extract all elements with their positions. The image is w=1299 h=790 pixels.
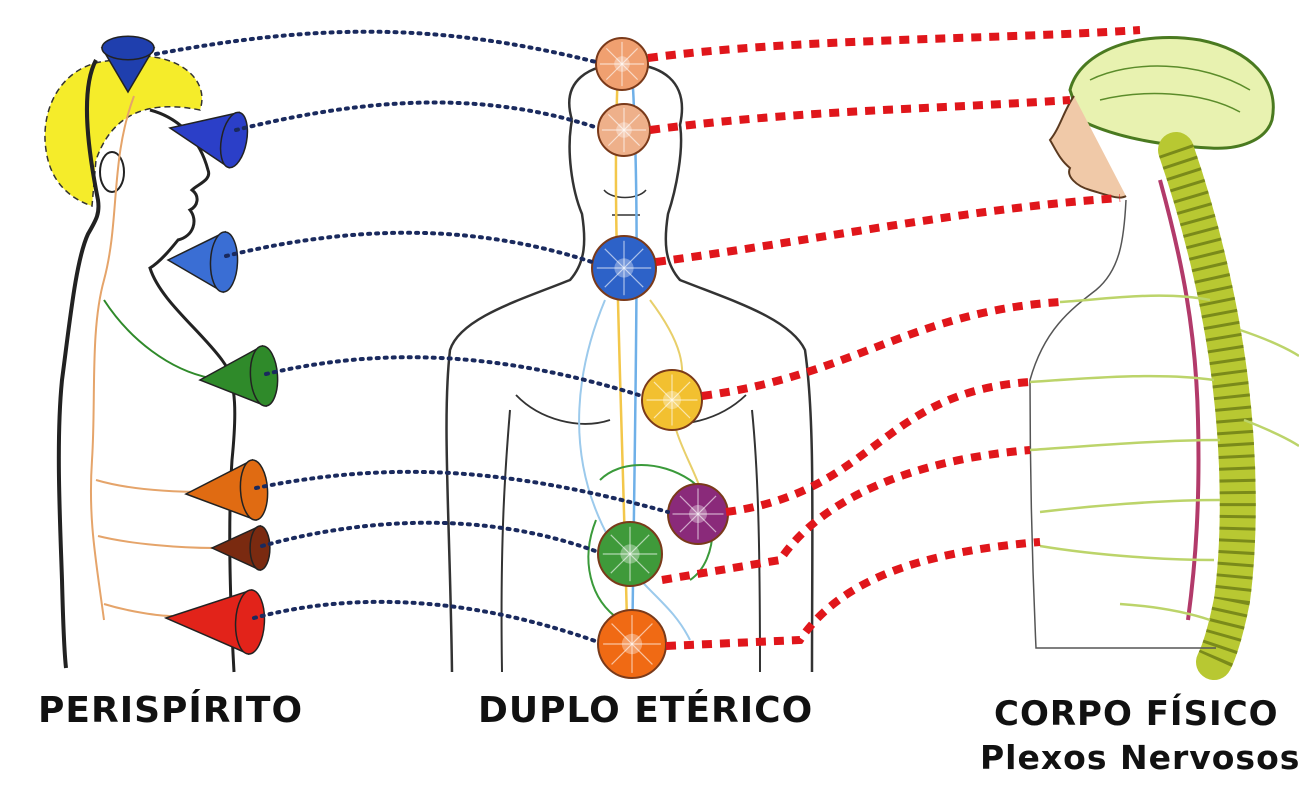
dashed-link-7 bbox=[666, 542, 1040, 646]
ear bbox=[100, 152, 124, 192]
dotted-link-3 bbox=[226, 233, 592, 262]
nerves bbox=[1030, 296, 1299, 620]
label-corpo-fisico: CORPO FÍSICO bbox=[994, 694, 1279, 734]
cone-sacral bbox=[212, 526, 270, 570]
center-throat bbox=[592, 236, 656, 300]
cone-brow bbox=[170, 110, 252, 170]
cone-heart bbox=[200, 345, 279, 407]
cone-solar bbox=[186, 459, 269, 520]
dotted-link-6 bbox=[262, 523, 598, 552]
etheric-figure bbox=[447, 38, 813, 678]
spine bbox=[1176, 150, 1238, 662]
dashed-link-2 bbox=[650, 100, 1070, 130]
label-plexos-nervosos: Plexos Nervosos bbox=[980, 738, 1299, 777]
dotted-link-1 bbox=[156, 32, 596, 62]
face-profile bbox=[150, 110, 235, 672]
brain bbox=[1070, 37, 1273, 148]
center-heart bbox=[642, 370, 702, 430]
torso-outline bbox=[1030, 200, 1216, 648]
physical-figure bbox=[1030, 37, 1299, 662]
label-duplo-eterico: DUPLO ETÉRICO bbox=[478, 690, 813, 731]
dashed-link-1 bbox=[648, 30, 1140, 58]
dotted-link-5 bbox=[256, 472, 668, 512]
dotted-link-2 bbox=[236, 102, 598, 130]
cone-root bbox=[166, 589, 266, 654]
dashed-link-5 bbox=[726, 382, 1030, 512]
center-crown bbox=[596, 38, 648, 90]
center-brow bbox=[598, 104, 650, 156]
center-root bbox=[598, 610, 666, 678]
dotted-link-7 bbox=[254, 602, 598, 642]
center-solar bbox=[598, 522, 662, 586]
dashed-link-3 bbox=[656, 198, 1120, 262]
center-spleen bbox=[668, 484, 728, 544]
label-perispirito: PERISPÍRITO bbox=[38, 690, 303, 731]
perispirito-figure bbox=[45, 36, 279, 672]
